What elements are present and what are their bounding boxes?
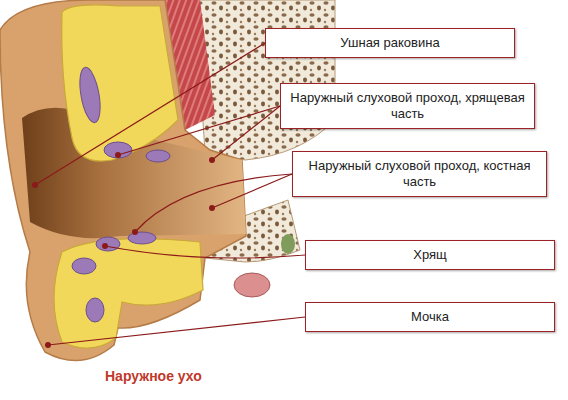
cartilage-lower (54, 239, 203, 348)
middle-ear (281, 234, 295, 254)
part-name: Мочка (314, 309, 546, 325)
part-name: Ушная раковина (274, 35, 506, 51)
auricle-skin (0, 0, 246, 361)
part-name: Наружный слуховой проход, хрящевая часть (289, 90, 526, 121)
label-box: Ушная раковина (265, 28, 515, 58)
label-box: Мочка (305, 302, 555, 332)
leader-lines (35, 43, 305, 345)
part-name: Наружный слуховой проход, костная часть (301, 158, 538, 189)
part-name: Хрящ (314, 247, 546, 263)
caption: Наружное ухо (105, 368, 202, 384)
tissue-blobs (72, 66, 170, 322)
bone-upper (195, 0, 335, 160)
cartilage-upper (62, 5, 178, 161)
leader-dots (32, 152, 215, 348)
label-box: Наружный слуховой проход, костная часть (292, 151, 547, 197)
label-box: Хрящ (305, 240, 555, 270)
label-box: Наружный слуховой проход, хрящевая часть (280, 83, 535, 129)
eardrum (234, 273, 270, 297)
